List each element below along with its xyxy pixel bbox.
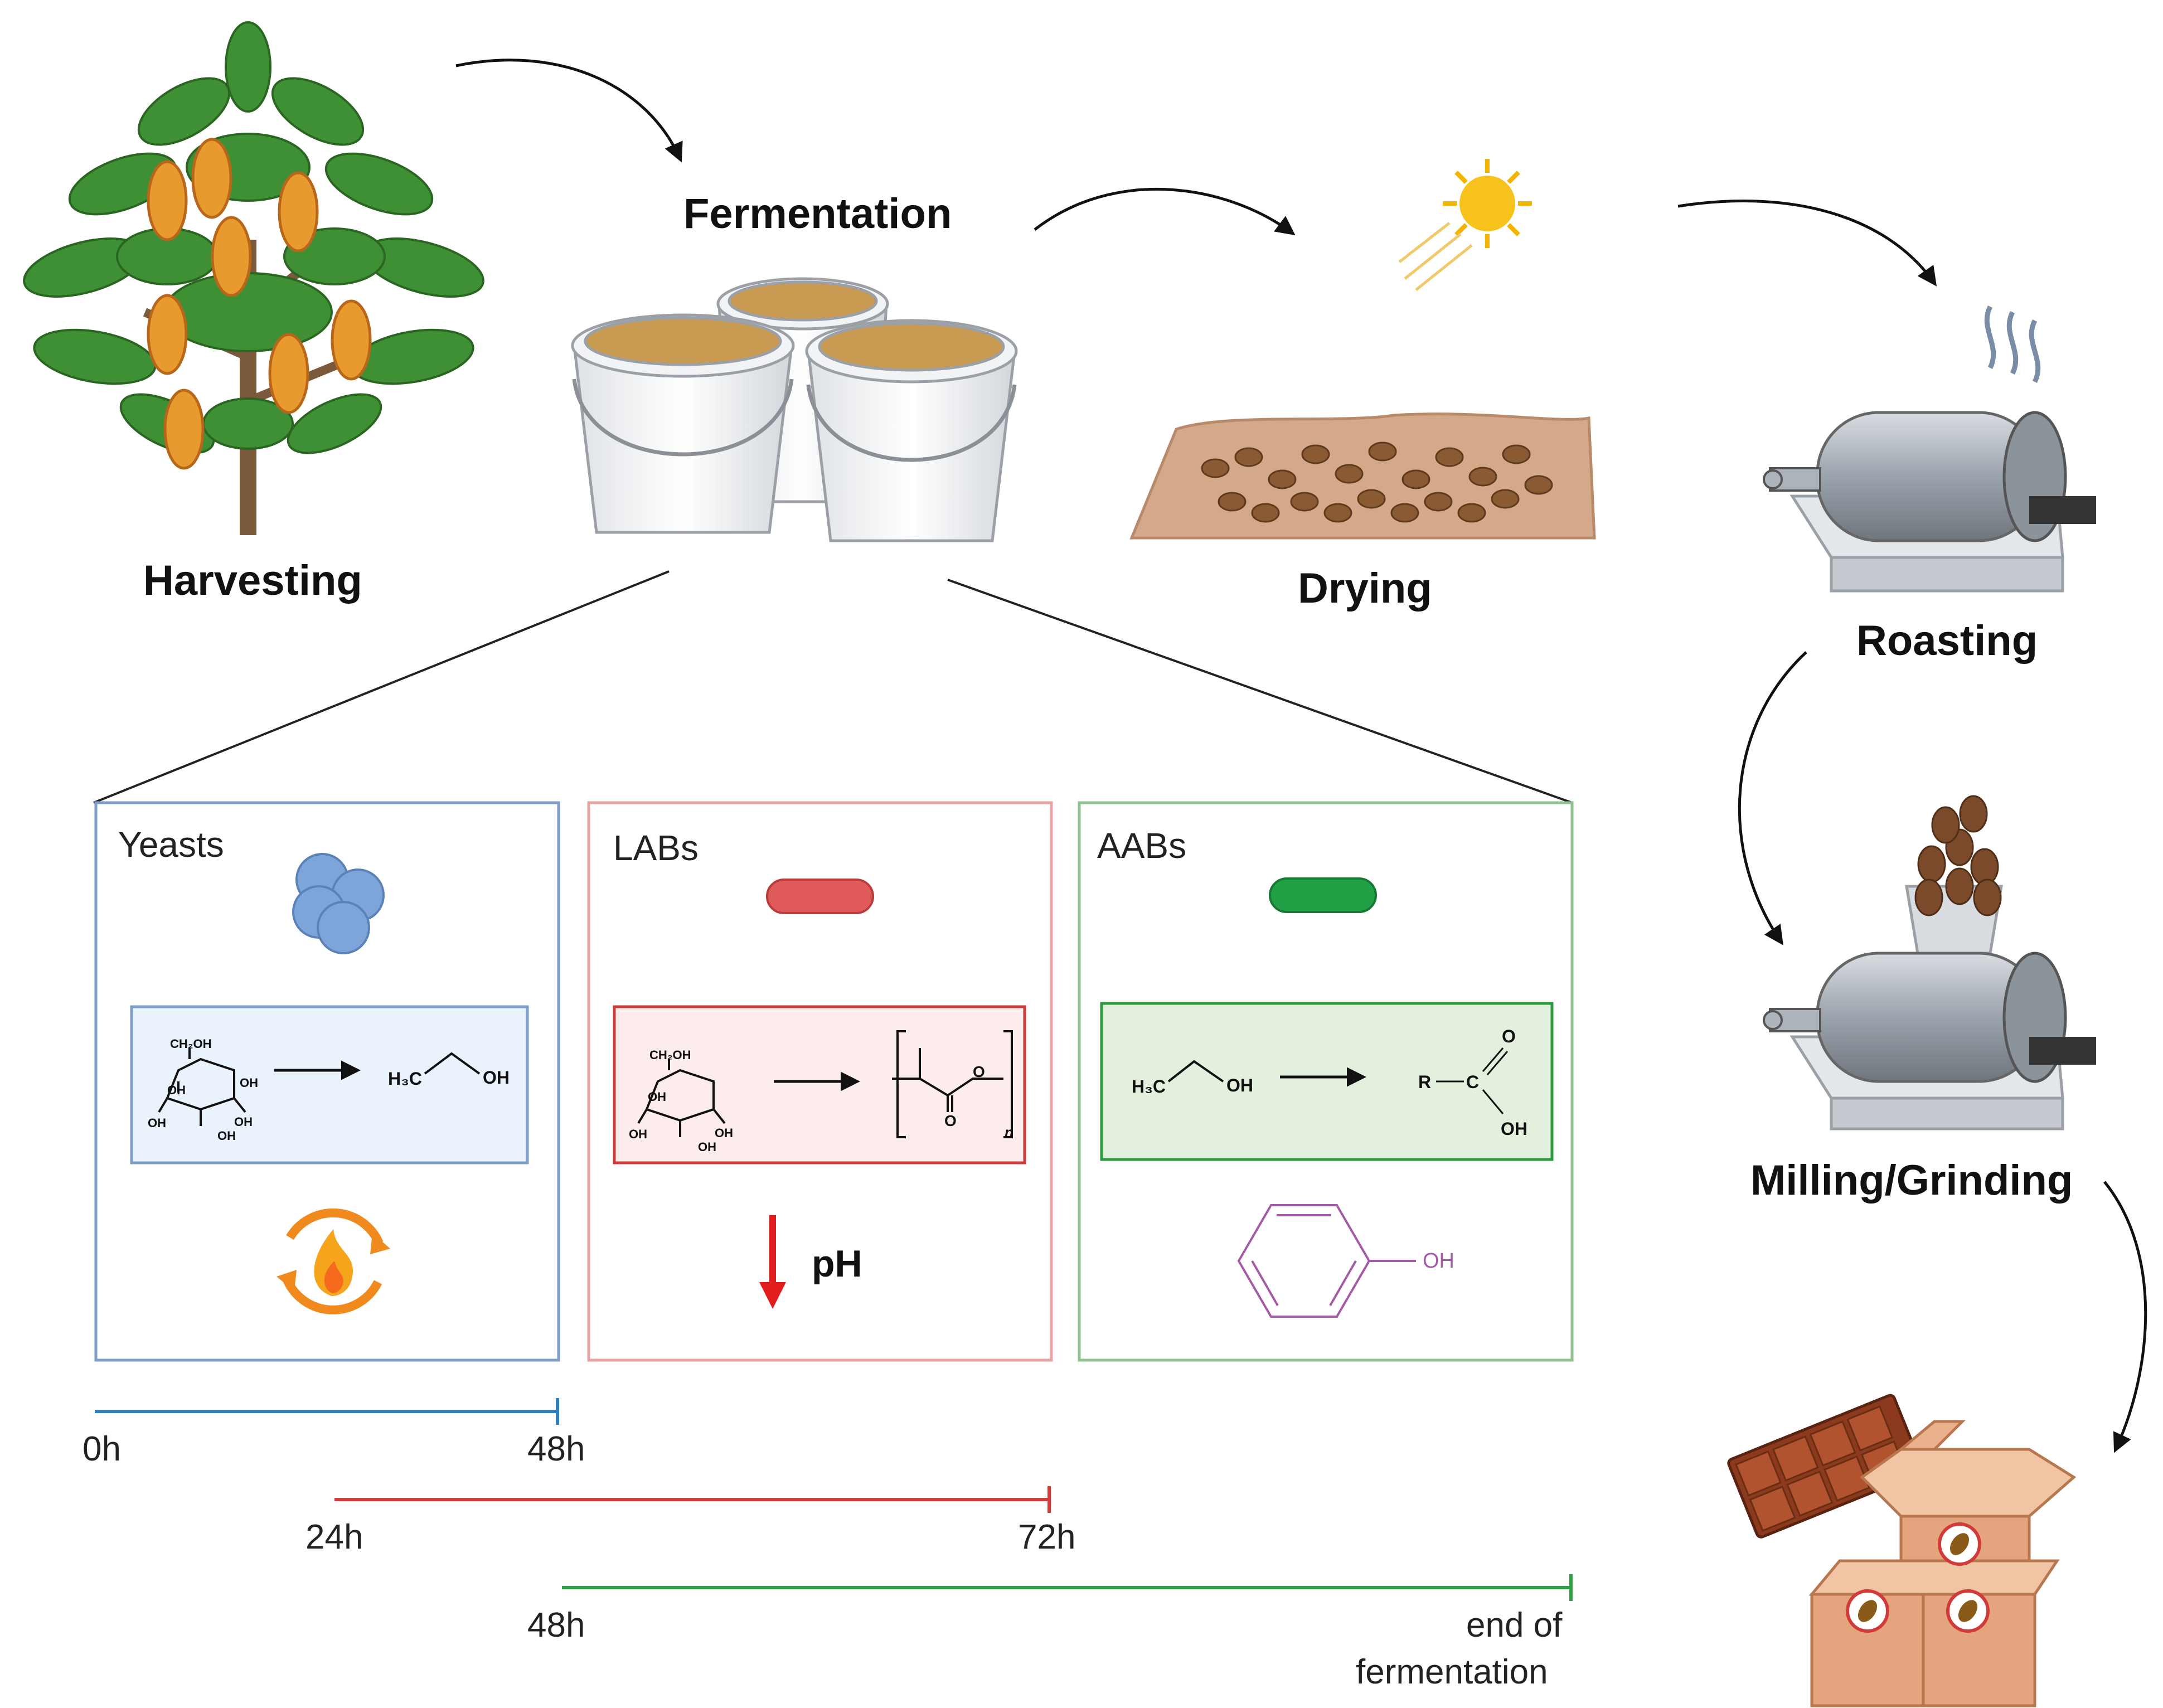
phenol-oh-label: OH [1423, 1249, 1454, 1273]
lab-carbonyl-o-label: O [944, 1112, 957, 1129]
timeline-labs-end: 72h [1018, 1518, 1076, 1556]
timeline-labs [334, 1486, 1051, 1513]
ph-label: pH [812, 1243, 862, 1285]
reaction-box-aabs [1100, 1002, 1554, 1161]
polylactic-structure [892, 1030, 1013, 1138]
reaction-box-labs [613, 1005, 1026, 1164]
aab-acid-bonds [1482, 1047, 1509, 1114]
yeast-cell-icon [292, 853, 385, 954]
yeast-oh-label-5: OH [240, 1076, 258, 1090]
lab-ch2oh-label: CH₂OH [649, 1048, 691, 1062]
panel-title-aabs: AABs [1097, 826, 1187, 866]
stage-label-harvesting: Harvesting [143, 557, 362, 604]
fire-cycle-icon [277, 1208, 390, 1314]
timeline-yeasts [95, 1398, 559, 1425]
timeline-aabs-end-line2: fermentation [1356, 1653, 1548, 1691]
bucket-left [571, 313, 795, 534]
chocolate-products-icon [1727, 1394, 2077, 1707]
lab-oh-label-3: OH [698, 1140, 716, 1154]
yeast-ch2oh-label: CH₂OH [170, 1037, 212, 1051]
stage-label-fermentation: Fermentation [683, 190, 952, 237]
glucose-structure-yeasts [158, 1048, 246, 1126]
lab-bacteria-icon [766, 879, 874, 914]
glucose-structure-labs [637, 1059, 726, 1137]
arrow-roasting-to-milling [1738, 651, 1807, 945]
aab-ethanol-oh-label: OH [1226, 1075, 1253, 1095]
panel-title-yeasts: Yeasts [118, 824, 224, 865]
aab-bacteria-icon [1269, 877, 1377, 913]
lab-oh-label-1: OH [648, 1090, 666, 1104]
bucket-right [805, 319, 1018, 542]
timeline-aabs [562, 1574, 1573, 1601]
aab-r-label: R [1418, 1072, 1431, 1092]
yeast-oh-label-4: OH [234, 1115, 253, 1129]
stage-label-roasting: Roasting [1856, 617, 2038, 664]
timeline-aabs-end-line1: end of [1466, 1606, 1563, 1644]
aab-c-label: C [1466, 1072, 1479, 1092]
stage-label-drying: Drying [1298, 565, 1432, 612]
lab-oh-label-2: OH [629, 1127, 647, 1141]
arrow-harvest-to-fermentation [455, 59, 683, 163]
fermentation-buckets-icon [571, 277, 1018, 542]
timeline-yeasts-end: 48h [527, 1430, 585, 1468]
lab-oh-label-4: OH [715, 1126, 733, 1140]
reaction-box-yeasts [130, 1005, 529, 1164]
zoom-lines [93, 570, 1573, 804]
timeline-yeasts-start: 0h [83, 1430, 121, 1468]
zoom-line-left [93, 570, 670, 804]
ph-down-arrow-icon [759, 1215, 786, 1309]
aab-ethanol-bond [1167, 1060, 1224, 1083]
yeast-oh-label-2: OH [148, 1116, 166, 1130]
aab-h3c-label: H₃C [1132, 1076, 1166, 1096]
sun-icon [1398, 159, 1532, 291]
roaster-machine-icon [1763, 305, 2096, 593]
phenol-icon [1237, 1204, 1416, 1318]
process-arrows [455, 59, 2147, 1453]
panel-title-labs: LABs [613, 828, 699, 868]
zoom-line-right [947, 579, 1573, 804]
stage-label-milling: Milling/Grinding [1750, 1157, 2073, 1204]
drying-beans-icon [1129, 413, 1596, 540]
yeast-oh-label-1: OH [167, 1083, 186, 1097]
timeline-labs-start: 24h [305, 1518, 363, 1556]
aab-carbonyl-o-label: O [1502, 1026, 1516, 1046]
arrow-fermentation-to-drying [1034, 187, 1296, 236]
ethanol-bond [424, 1052, 481, 1075]
arrow-milling-to-product [2103, 1181, 2147, 1453]
arrow-drying-to-roasting [1677, 200, 1937, 287]
aab-acid-oh-label: OH [1501, 1119, 1527, 1139]
grinder-machine-icon [1763, 795, 2096, 1130]
timeline-aabs-start: 48h [527, 1606, 585, 1644]
cacao-tree-icon [23, 21, 484, 535]
lab-ester-o-label: O [973, 1063, 985, 1080]
yeast-ethanol-oh-label: OH [483, 1068, 510, 1088]
yeast-oh-label-3: OH [217, 1129, 236, 1143]
yeast-h3c-label: H₃C [388, 1069, 422, 1089]
lab-n-subscript: n [1005, 1124, 1013, 1141]
